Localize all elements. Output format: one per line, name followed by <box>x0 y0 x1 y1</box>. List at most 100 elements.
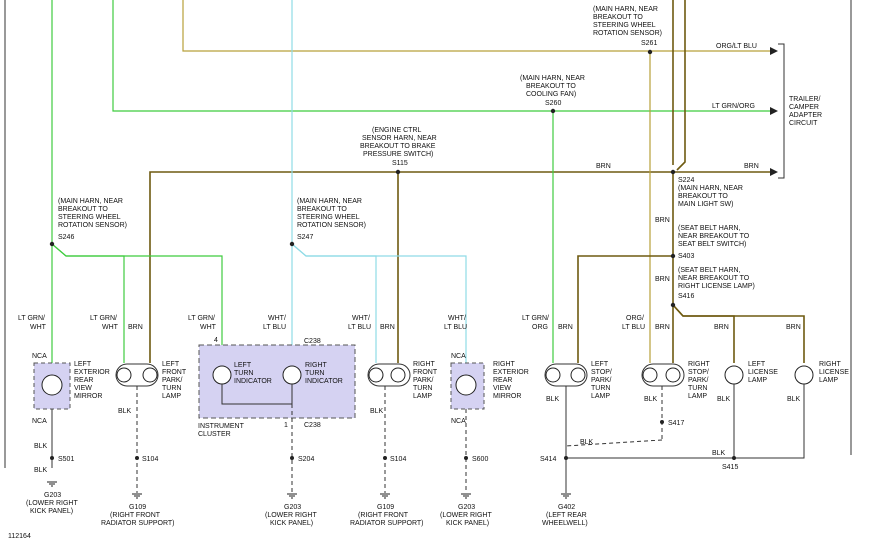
svg-text:REAR: REAR <box>493 377 512 384</box>
svg-text:TRAILER/: TRAILER/ <box>789 96 821 103</box>
svg-text:VIEW: VIEW <box>493 385 511 392</box>
svg-text:PARK/: PARK/ <box>162 377 183 384</box>
svg-text:LAMP: LAMP <box>413 393 432 400</box>
connector-c238-top: C238 <box>304 338 321 345</box>
wire-left-front-feed <box>51 243 125 363</box>
right-turn-indicator-label: RIGHT TURN INDICATOR <box>305 362 343 385</box>
svg-text:RADIATOR SUPPORT): RADIATOR SUPPORT) <box>101 520 175 527</box>
svg-text:CLUSTER: CLUSTER <box>198 431 231 438</box>
left-license-lamp-label: LEFT LICENSE LAMP <box>748 361 778 384</box>
svg-text:LICENSE: LICENSE <box>748 369 778 376</box>
svg-text:S246: S246 <box>58 234 74 241</box>
svg-text:G109: G109 <box>377 504 394 511</box>
svg-text:INDICATOR: INDICATOR <box>305 378 343 385</box>
svg-text:KICK PANEL): KICK PANEL) <box>446 520 489 527</box>
ground-g109-left: G109 (RIGHT FRONT RADIATOR SUPPORT) <box>101 504 175 527</box>
left-front-lamp-label: LEFT FRONT PARK/ TURN LAMP <box>162 361 187 400</box>
svg-text:BLK: BLK <box>370 408 384 415</box>
svg-text:STOP/: STOP/ <box>688 369 709 376</box>
svg-text:(LOWER RIGHT: (LOWER RIGHT <box>265 512 317 519</box>
brn-label-1: BRN <box>655 217 670 224</box>
figure-id: 112164 <box>8 533 31 540</box>
wire-org-lt-blu <box>182 0 770 52</box>
svg-text:ORG: ORG <box>532 324 548 331</box>
arrow-org-lt-blu <box>770 47 778 55</box>
instrument-cluster-label: INSTRUMENT CLUSTER <box>198 423 245 438</box>
svg-text:S204: S204 <box>298 456 314 463</box>
svg-text:NEAR BREAKOUT TO: NEAR BREAKOUT TO <box>678 275 750 282</box>
svg-text:BRN: BRN <box>714 324 729 331</box>
svg-text:G203: G203 <box>458 504 475 511</box>
right-license-ground-wire <box>734 384 805 459</box>
svg-text:PARK/: PARK/ <box>591 377 612 384</box>
left-mirror-bulb-icon <box>41 374 63 396</box>
svg-text:WHT/: WHT/ <box>268 315 286 322</box>
ground-splices: S501 S104 S204 S104 S600 S414 S417 S415 <box>50 420 738 471</box>
connector-c238-bottom: C238 <box>304 422 321 429</box>
svg-text:(MAIN HARN, NEAR: (MAIN HARN, NEAR <box>58 198 123 205</box>
svg-text:RIGHT: RIGHT <box>493 361 516 368</box>
svg-text:(MAIN HARN, NEAR: (MAIN HARN, NEAR <box>593 6 658 13</box>
wire-label-lt-grn-org: LT GRN/ORG <box>712 103 755 110</box>
svg-text:STEERING WHEEL: STEERING WHEEL <box>297 214 360 221</box>
svg-text:LAMP: LAMP <box>819 377 838 384</box>
left-stop-lamp-bulb2-icon <box>570 367 586 383</box>
svg-text:BRN: BRN <box>380 324 395 331</box>
svg-text:LEFT: LEFT <box>234 362 252 369</box>
svg-text:BREAKOUT TO: BREAKOUT TO <box>678 193 728 200</box>
svg-text:S104: S104 <box>142 456 158 463</box>
right-mirror-bulb-icon <box>455 374 477 396</box>
right-front-lamp-bulb-icon <box>368 367 384 383</box>
svg-text:BLK: BLK <box>580 439 594 446</box>
svg-text:S414: S414 <box>540 456 556 463</box>
wire-feed-brn-b <box>676 0 686 171</box>
trailer-bracket <box>778 43 785 179</box>
left-mirror-nca-bottom: NCA <box>32 418 47 425</box>
svg-text:(RIGHT FRONT: (RIGHT FRONT <box>110 512 161 519</box>
svg-text:CAMPER: CAMPER <box>789 104 819 111</box>
svg-text:KICK PANEL): KICK PANEL) <box>270 520 313 527</box>
svg-text:(MAIN HARN, NEAR: (MAIN HARN, NEAR <box>520 75 585 82</box>
svg-text:G203: G203 <box>44 492 61 499</box>
svg-text:LAMP: LAMP <box>162 393 181 400</box>
svg-text:TURN: TURN <box>591 385 610 392</box>
svg-text:SEAT BELT SWITCH): SEAT BELT SWITCH) <box>678 241 746 248</box>
svg-text:VIEW: VIEW <box>74 385 92 392</box>
left-mirror-nca-top: NCA <box>32 353 47 360</box>
svg-text:BLK: BLK <box>34 467 48 474</box>
svg-text:G402: G402 <box>558 504 575 511</box>
svg-text:MAIN LIGHT SW): MAIN LIGHT SW) <box>678 201 733 208</box>
svg-text:S600: S600 <box>472 456 488 463</box>
svg-text:BREAKOUT TO: BREAKOUT TO <box>58 206 108 213</box>
svg-text:ORG/: ORG/ <box>626 315 644 322</box>
svg-text:RIGHT LICENSE LAMP): RIGHT LICENSE LAMP) <box>678 283 755 290</box>
svg-text:S415: S415 <box>722 464 738 471</box>
svg-text:ADAPTER: ADAPTER <box>789 112 822 119</box>
svg-text:RIGHT: RIGHT <box>688 361 711 368</box>
svg-text:S224: S224 <box>678 177 694 184</box>
right-license-lamp-label: RIGHT LICENSE LAMP <box>819 361 849 384</box>
svg-text:RIGHT: RIGHT <box>413 361 436 368</box>
right-stop-lamp-bulb2-icon <box>665 367 681 383</box>
right-front-lamp-bulb2-icon <box>390 367 406 383</box>
svg-text:WHT: WHT <box>200 324 217 331</box>
svg-text:INDICATOR: INDICATOR <box>234 378 272 385</box>
ground-g402: G402 (LEFT REAR WHEELWELL) <box>542 504 588 527</box>
left-turn-indicator-label: LEFT TURN INDICATOR <box>234 362 272 385</box>
svg-text:S403: S403 <box>678 253 694 260</box>
svg-text:FRONT: FRONT <box>413 369 438 376</box>
connector-pin-4: 4 <box>214 337 218 344</box>
svg-text:LEFT: LEFT <box>74 361 92 368</box>
svg-text:EXTERIOR: EXTERIOR <box>74 369 110 376</box>
svg-text:(MAIN HARN, NEAR: (MAIN HARN, NEAR <box>297 198 362 205</box>
wire-left-stop-brn <box>577 255 673 363</box>
wire-left-license-brn <box>672 304 735 363</box>
wire-label-brn-mid: BRN <box>596 163 611 170</box>
left-turn-indicator-bulb-icon <box>212 365 232 385</box>
ground-g203-right: G203 (LOWER RIGHT KICK PANEL) <box>440 504 492 527</box>
right-turn-indicator-bulb-icon <box>282 365 302 385</box>
svg-text:BLK: BLK <box>712 450 726 457</box>
svg-text:WHEELWELL): WHEELWELL) <box>542 520 588 527</box>
svg-text:S115: S115 <box>392 160 408 167</box>
svg-text:(SEAT BELT HARN,: (SEAT BELT HARN, <box>678 225 741 232</box>
